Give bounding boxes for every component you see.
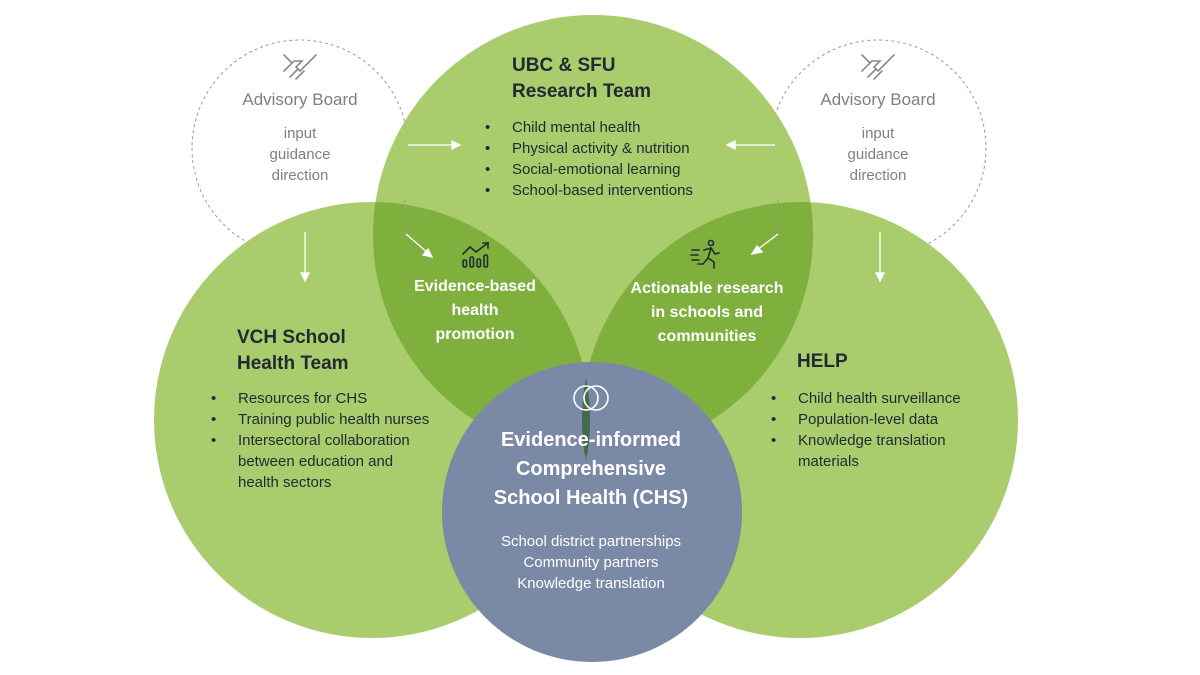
list-item: School-based interventions bbox=[485, 180, 693, 201]
advisory-right-line: input bbox=[861, 125, 895, 142]
list-item: Child health surveillance bbox=[771, 388, 961, 409]
list-item-continuation: between education and bbox=[238, 453, 394, 470]
handshake-icon bbox=[861, 54, 895, 80]
list-item-continuation: materials bbox=[798, 453, 859, 470]
chart-trend-icon bbox=[462, 242, 489, 268]
interlocking-circles-icon bbox=[573, 385, 609, 411]
list-item: Physical activity & nutrition bbox=[485, 138, 693, 159]
help-team-list: Child health surveillance Population-lev… bbox=[770, 388, 961, 472]
list-item: Intersectoral collaboration bbox=[211, 430, 429, 451]
chs-title: Comprehensive bbox=[515, 458, 667, 480]
list-item: Population-level data bbox=[771, 409, 961, 430]
research-team-list: Child mental health Physical activity & … bbox=[484, 117, 693, 201]
list-item-continuation: health sectors bbox=[238, 474, 332, 491]
overlap-right-title: Actionable research bbox=[630, 280, 784, 297]
chs-item: Knowledge translation bbox=[517, 575, 665, 592]
overlap-left-region bbox=[373, 202, 590, 455]
chs-circle bbox=[442, 362, 742, 662]
research-team-title: UBC & SFU bbox=[512, 55, 616, 76]
list-item: Training public health nurses bbox=[211, 409, 429, 430]
advisory-right-line: direction bbox=[849, 167, 907, 184]
arrow-right-to-overlap bbox=[756, 233, 779, 251]
chs-title: Evidence-informed bbox=[500, 429, 682, 451]
vch-team-title: Health Team bbox=[237, 353, 349, 374]
advisory-right-line: guidance bbox=[847, 146, 909, 163]
overlap-right-title: communities bbox=[657, 328, 757, 345]
overlap-left-title: promotion bbox=[435, 326, 515, 343]
chs-item: School district partnerships bbox=[500, 533, 682, 550]
list-item: Child mental health bbox=[485, 117, 693, 138]
list-item: Resources for CHS bbox=[211, 388, 429, 409]
advisory-left-title: Advisory Board bbox=[242, 90, 358, 109]
advisory-left-line: input bbox=[283, 125, 317, 142]
running-person-icon bbox=[690, 239, 720, 269]
research-team-title: Research Team bbox=[512, 81, 652, 102]
help-team-title: HELP bbox=[797, 351, 848, 372]
overlap-left-title: Evidence-based bbox=[414, 278, 536, 295]
arrows bbox=[299, 139, 886, 283]
overlap-left-title: health bbox=[451, 302, 499, 319]
chs-title: School Health (CHS) bbox=[493, 487, 689, 509]
vch-team-list: Resources for CHS Training public health… bbox=[210, 388, 429, 493]
handshake-icon bbox=[283, 54, 317, 80]
advisory-right-title: Advisory Board bbox=[820, 90, 936, 109]
list-item: Knowledge translation bbox=[771, 430, 961, 451]
vch-team-title: VCH School bbox=[237, 327, 346, 348]
overlap-right-title: in schools and bbox=[650, 304, 763, 321]
advisory-left-line: direction bbox=[271, 167, 329, 184]
list-item: Social-emotional learning bbox=[485, 159, 693, 180]
advisory-left-line: guidance bbox=[269, 146, 331, 163]
arrow-left-to-overlap bbox=[405, 233, 429, 254]
chs-item: Community partners bbox=[523, 554, 659, 571]
